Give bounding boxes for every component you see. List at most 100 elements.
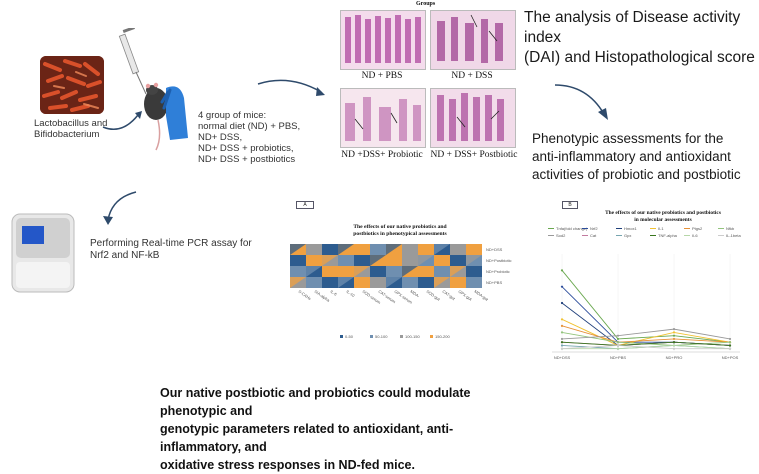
line-legend-label: Ptgs2 xyxy=(692,226,703,231)
line-legend-label: Hmox1 xyxy=(624,226,637,231)
heatmap-col-label: CAT-gut xyxy=(441,289,456,302)
histology-label: ND + DSS xyxy=(451,71,493,81)
line-x-tick: ND+PRO xyxy=(666,355,683,360)
heatmap-title-line1: The effects of our native probiotics and xyxy=(353,224,447,230)
heatmap-row-label: ND+Probiotic xyxy=(486,269,510,274)
heatmap-title-line2: postbiotics in phenotypical assessments xyxy=(353,231,447,237)
line-point xyxy=(672,341,676,344)
histology-label: ND + DSS+ Postbiotic xyxy=(430,150,518,160)
heatmap-cell xyxy=(418,277,434,288)
line-series xyxy=(561,328,731,340)
heatmap-cell xyxy=(338,255,354,266)
heatmap-legend-label: 0-50 xyxy=(345,334,354,339)
heatmap-cell xyxy=(434,266,450,277)
line-legend-label: Gpx xyxy=(624,233,631,238)
mice-groups-list: 4 group of mice: normal diet (ND) + PBS,… xyxy=(198,110,318,165)
heatmap-cell xyxy=(306,255,322,266)
line-point xyxy=(560,331,564,334)
histology-image xyxy=(341,89,425,147)
arrow-to-histology xyxy=(257,79,325,96)
line-point xyxy=(616,341,620,344)
heatmap-col-label: IL-6 xyxy=(329,289,338,297)
line-legend-label: Nfkb xyxy=(726,226,735,231)
dai-heading-line1: The analysis of Disease activity index xyxy=(524,9,741,46)
line-legend-label: IL-1beta xyxy=(726,233,741,238)
heatmap-col-label: MDA- xyxy=(409,289,421,299)
heatmap-cell xyxy=(450,277,466,288)
bacteria-image xyxy=(40,56,104,114)
line-point xyxy=(672,347,676,350)
mice-group-item: normal diet (ND) + PBS, xyxy=(198,121,301,132)
heatmap-cell xyxy=(306,277,322,288)
phenotypic-line1: Phenotypic assessments for the xyxy=(532,131,724,146)
histology-label: ND +DSS+ Probiotic xyxy=(341,150,423,160)
heatmap-cell xyxy=(402,255,418,266)
phenotypic-line3: activities of probiotic and postbiotic xyxy=(532,167,741,182)
heatmap-cell xyxy=(466,266,482,277)
heatmap-cell-shade xyxy=(434,244,450,255)
histology-image xyxy=(341,11,425,69)
line-point xyxy=(672,328,676,331)
heatmap-cell xyxy=(450,244,466,255)
heatmap-legend-swatch xyxy=(370,335,373,338)
heatmap-cell xyxy=(370,244,386,255)
dai-heading: The analysis of Disease activity index (… xyxy=(524,8,756,68)
heatmap-cell-shade xyxy=(450,266,466,277)
syringe-icon xyxy=(118,28,147,95)
line-legend-label: Nrf2 xyxy=(590,226,598,231)
line-point xyxy=(616,347,620,350)
heatmap-cell-shade xyxy=(290,244,306,255)
heatmap-cell xyxy=(466,244,482,255)
heatmap-cell-shade xyxy=(354,266,370,277)
histology-panel xyxy=(340,10,426,70)
heatmap-cell xyxy=(354,255,370,266)
mice-group-item: ND+ DSS, xyxy=(198,132,243,143)
heatmap-cell xyxy=(418,244,434,255)
histology-panel xyxy=(340,88,426,148)
groups-header: Groups xyxy=(416,1,436,7)
heatmap-col-label: S-CAHs xyxy=(297,289,312,301)
conclusion-line2: genotypic parameters related to antioxid… xyxy=(160,422,454,454)
line-point xyxy=(560,318,564,321)
heatmap-legend-swatch xyxy=(430,335,433,338)
line-point xyxy=(672,344,676,347)
pcr-line1: Performing Real-time PCR assay for xyxy=(90,238,252,249)
line-legend-label: Il-1 xyxy=(658,226,664,231)
heatmap-cell-shade xyxy=(402,266,418,277)
line-legend-label: TNF-alpha xyxy=(658,233,678,238)
heatmap-cell xyxy=(306,244,322,255)
heatmap-row-label: ND+DSS xyxy=(486,247,503,252)
line-legend-label: Tnfa(fold change) xyxy=(556,226,588,231)
heatmap-row-label: ND+PBS xyxy=(486,280,502,285)
mice-group-item: ND+ DSS + probiotics, xyxy=(198,143,294,154)
heatmap-cell xyxy=(450,255,466,266)
heatmap-cell xyxy=(322,244,338,255)
line-point xyxy=(560,285,564,288)
heatmap-cell xyxy=(370,277,386,288)
line-x-tick: ND+POS xyxy=(722,355,739,360)
line-point xyxy=(560,337,564,341)
bacteria-illustration xyxy=(40,56,104,114)
pcr-line2: Nrf2 and NF-kB xyxy=(90,250,160,261)
heatmap-cell xyxy=(402,277,418,288)
arrow-to-pcr xyxy=(103,191,137,225)
heatmap-cell xyxy=(402,244,418,255)
heatmap-col-label: MDA-gut xyxy=(473,289,490,303)
line-point xyxy=(616,337,620,341)
phenotypic-line2: anti-inflammatory and antioxidant xyxy=(532,149,731,164)
line-series xyxy=(561,345,730,350)
panel-label-b: B xyxy=(562,201,578,209)
line-point xyxy=(672,337,676,341)
line-point xyxy=(728,347,732,350)
panel-label-a: A xyxy=(296,201,314,209)
heatmap-cell-shade xyxy=(338,244,354,255)
heatmap-legend-label: 50-100 xyxy=(375,334,388,339)
linechart-title-line1: The effects of our native probiotics and… xyxy=(605,210,721,216)
line-point xyxy=(672,334,676,337)
heatmap-col-label: SIA-alpha xyxy=(313,289,331,304)
heatmap-cell xyxy=(386,255,402,266)
heatmap-cell-shade xyxy=(434,277,450,288)
heatmap-legend-label: 100-150 xyxy=(405,334,420,339)
heatmap-cell xyxy=(354,277,370,288)
